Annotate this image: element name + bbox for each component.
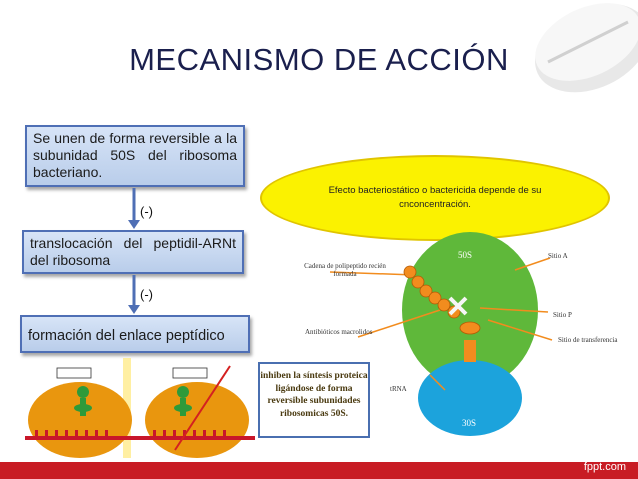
callout-ellipse: Efecto bacteriostático o bactericida dep… [260, 155, 610, 241]
label-50s: 50S [458, 250, 473, 260]
slide-title: MECANISMO DE ACCIÓN [129, 42, 509, 77]
footer-brand: fppt.com [583, 461, 626, 473]
label-macrolides: Antibióticos macrolidos [305, 328, 373, 336]
flow-arrow-2 [128, 275, 140, 314]
ribosome-diagram [329, 232, 553, 436]
label-polypeptide-chain: Cadena de polipeptido recién formada [304, 262, 386, 278]
inhibit-sign-2: (-) [140, 287, 153, 302]
label-site-a: Sitio A [548, 252, 568, 260]
flow-arrow-1 [128, 188, 140, 229]
flow-step-bind-50s: Se unen de forma reversible a la subunid… [25, 125, 245, 187]
label-30s: 30S [462, 418, 477, 428]
label-transfer-site: Sitio de transferencia [558, 336, 618, 344]
inhibit-sign-1: (-) [140, 204, 153, 219]
footer-bar [0, 462, 638, 479]
translation-illustration [25, 358, 255, 458]
flow-step-translocation: translocación del peptidil-ARNt del ribo… [22, 230, 244, 274]
flow-step-peptide-bond: formación del enlace peptídico [20, 315, 250, 353]
inhibition-note: inhiben la síntesis proteica ligándose d… [258, 362, 370, 438]
label-trna: tRNA [390, 385, 407, 393]
label-site-p: Sitio P [553, 311, 572, 319]
pill-decoration [535, 3, 638, 93]
